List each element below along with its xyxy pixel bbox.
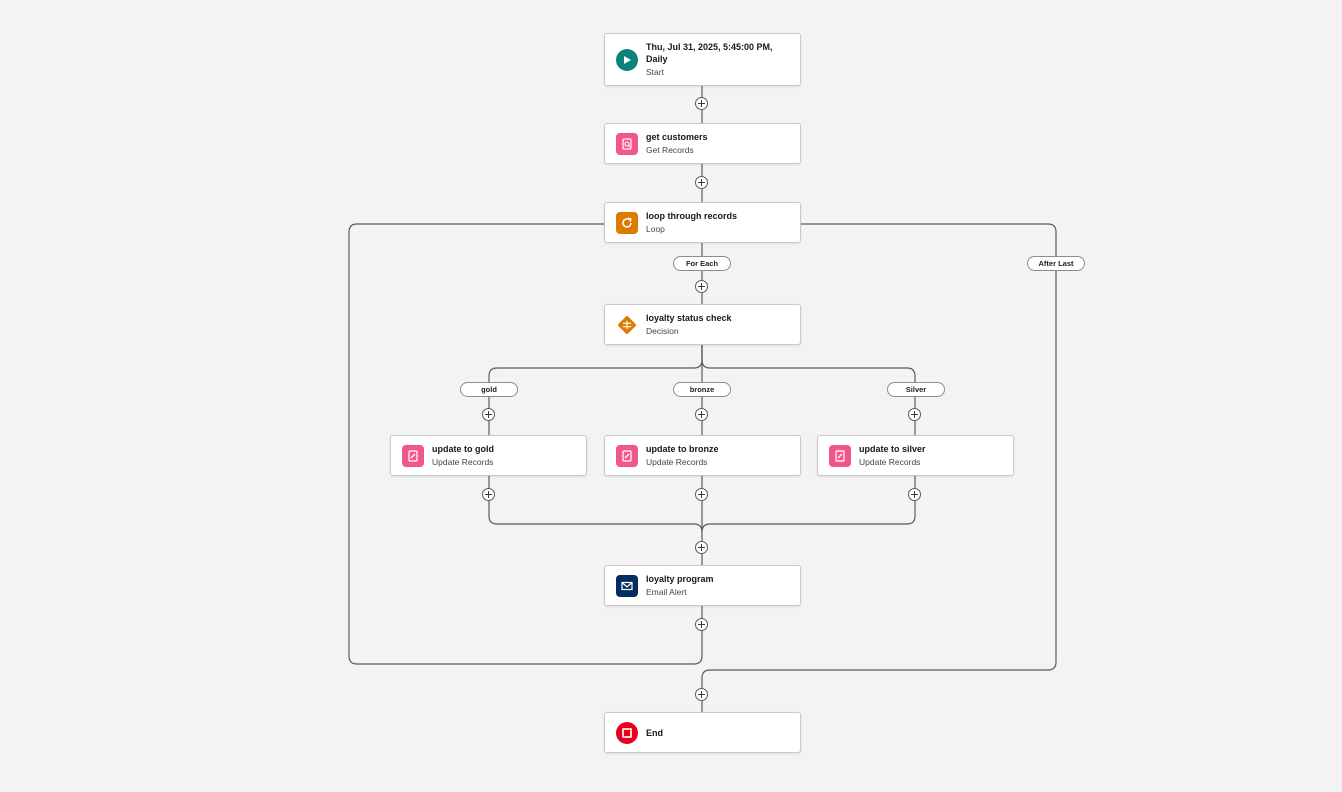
get-customers-subtitle: Get Records [646,145,694,155]
branch-label-gold: gold [460,382,518,397]
stop-icon [616,721,638,744]
add-element-button[interactable] [695,618,708,631]
decision-icon [616,314,638,336]
connector [488,475,703,533]
start-node-subtitle: Start [646,67,664,77]
email-alert-title: loyalty program [646,574,714,584]
after-last-label: After Last [1027,256,1085,271]
decision-node[interactable]: loyalty status check Decision [604,304,801,345]
get-customers-node[interactable]: get customers Get Records [604,123,801,164]
update-silver-node[interactable]: update to silver Update Records [817,435,1014,476]
update-records-icon [402,444,424,467]
branch-label-bronze: bronze [673,382,731,397]
for-each-label: For Each [673,256,731,271]
add-element-button[interactable] [695,688,708,701]
loop-icon [616,211,638,234]
update-gold-title: update to gold [432,444,494,454]
connector [701,223,1057,713]
loop-title: loop through records [646,211,737,221]
connector [488,345,703,435]
decision-subtitle: Decision [646,326,679,336]
decision-title: loyalty status check [646,313,732,323]
branch-label-silver: Silver [887,382,945,397]
add-element-button[interactable] [695,97,708,110]
add-element-button[interactable] [695,280,708,293]
update-records-icon [616,444,638,467]
add-element-button[interactable] [908,408,921,421]
email-alert-subtitle: Email Alert [646,587,687,597]
connector [348,223,703,665]
add-element-button[interactable] [482,488,495,501]
add-element-button[interactable] [695,176,708,189]
end-node[interactable]: End [604,712,801,753]
update-bronze-subtitle: Update Records [646,457,708,467]
add-element-button[interactable] [695,488,708,501]
add-element-button[interactable] [695,408,708,421]
add-element-button[interactable] [482,408,495,421]
email-alert-node[interactable]: loyalty program Email Alert [604,565,801,606]
email-icon [616,574,638,597]
connector [701,475,916,533]
update-bronze-title: update to bronze [646,444,719,454]
loop-subtitle: Loop [646,224,665,234]
loop-node[interactable]: loop through records Loop [604,202,801,243]
play-icon [616,48,638,71]
update-bronze-node[interactable]: update to bronze Update Records [604,435,801,476]
get-records-icon [616,132,638,155]
end-title: End [646,727,663,738]
connector [701,345,916,435]
start-node[interactable]: Thu, Jul 31, 2025, 5:45:00 PM, Daily Sta… [604,33,801,86]
update-gold-node[interactable]: update to gold Update Records [390,435,587,476]
update-records-icon [829,444,851,467]
update-silver-title: update to silver [859,444,926,454]
update-silver-subtitle: Update Records [859,457,921,467]
add-element-button[interactable] [695,541,708,554]
start-node-title-line2: Daily [646,54,668,64]
get-customers-title: get customers [646,132,708,142]
add-element-button[interactable] [908,488,921,501]
update-gold-subtitle: Update Records [432,457,494,467]
start-node-title-line1: Thu, Jul 31, 2025, 5:45:00 PM, [646,42,773,52]
